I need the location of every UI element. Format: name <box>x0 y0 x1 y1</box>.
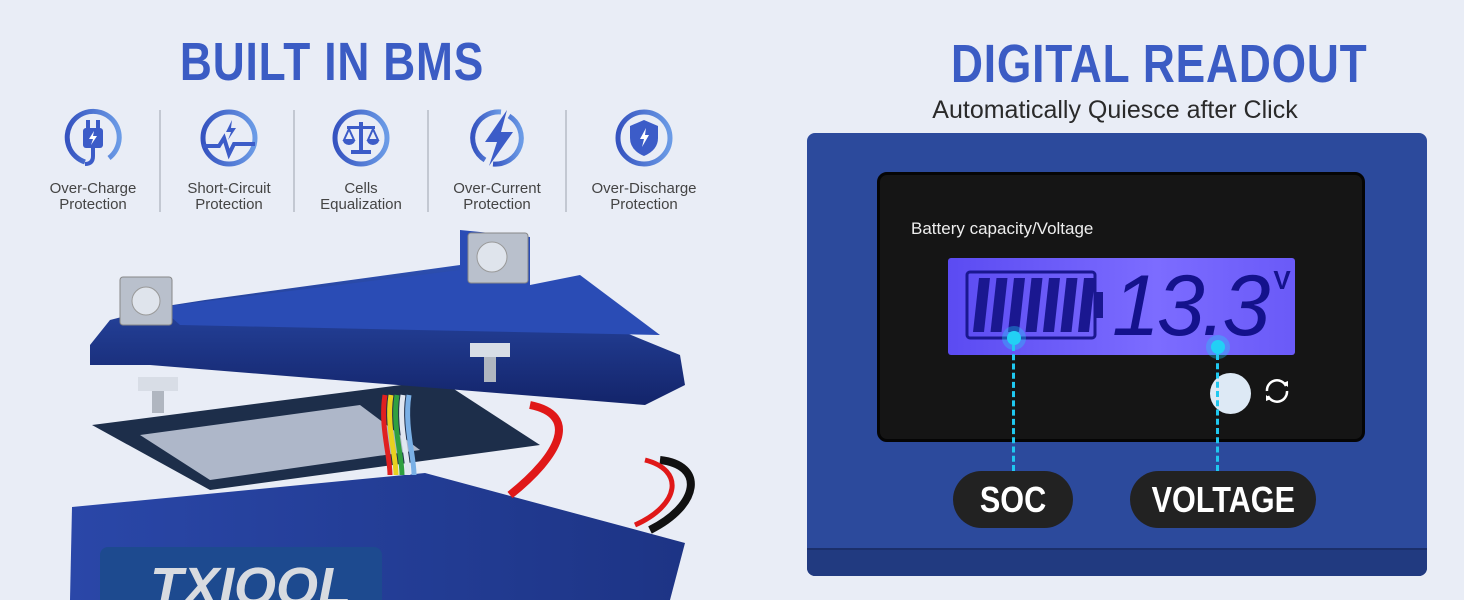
battery-bar <box>1043 278 1060 332</box>
battery-bar <box>990 278 1008 332</box>
voltage-readout: 13.3 V <box>1112 262 1291 350</box>
readout-subtitle: Automatically Quiesce after Click <box>932 96 1298 124</box>
feature-label: Protection <box>463 196 531 213</box>
feature-label: Cells <box>344 180 378 197</box>
feature-label: Protection <box>195 196 263 213</box>
voltage-label: VOLTAGE <box>1151 478 1295 520</box>
divider <box>565 110 567 212</box>
feature-label: Protection <box>610 196 678 213</box>
feature-label: Protection <box>59 196 127 213</box>
battery-bar <box>973 278 990 332</box>
battery-bar <box>1008 278 1025 332</box>
plug-bolt-icon <box>64 108 122 166</box>
shield-bolt-icon <box>615 109 673 167</box>
refresh-icon <box>1265 379 1289 403</box>
soc-callout-line <box>1012 345 1015 471</box>
divider <box>293 110 295 212</box>
readout-title: DIGITAL READOUT <box>951 34 1368 94</box>
battery-level-icon <box>965 270 1103 340</box>
feature-label: Equalization <box>320 196 402 213</box>
bms-title: BUILT IN BMS <box>179 32 485 92</box>
balance-scale-icon <box>332 109 390 167</box>
voltage-callout: VOLTAGE <box>1130 471 1316 528</box>
voltage-marker <box>1211 340 1225 354</box>
battery-bar <box>1025 278 1043 332</box>
divider <box>427 110 429 212</box>
feature-label: Over-Charge <box>49 180 137 197</box>
short-circuit-icon <box>200 109 258 167</box>
voltage-callout-line <box>1216 354 1219 471</box>
lightning-icon <box>470 109 524 167</box>
soc-callout: SOC <box>953 471 1073 528</box>
soc-label: SOC <box>979 478 1047 520</box>
soc-marker <box>1007 331 1021 345</box>
feature-label: Over-Current <box>453 180 541 197</box>
battery-bar <box>1060 278 1078 332</box>
brand-logo: TXIOOL <box>150 557 351 600</box>
battery-bms-illustration: TXIOOL <box>70 230 695 600</box>
display-label: Battery capacity/Voltage <box>911 219 1094 238</box>
voltage-unit: V <box>1273 265 1291 295</box>
logo-plate <box>100 547 382 600</box>
heatsink <box>140 405 420 480</box>
divider <box>159 110 161 212</box>
voltage-value: 13.3 <box>1112 258 1270 354</box>
feature-label: Short-Circuit <box>187 180 271 197</box>
battery-bar <box>1078 278 1095 332</box>
feature-label: Over-Discharge <box>591 180 697 197</box>
